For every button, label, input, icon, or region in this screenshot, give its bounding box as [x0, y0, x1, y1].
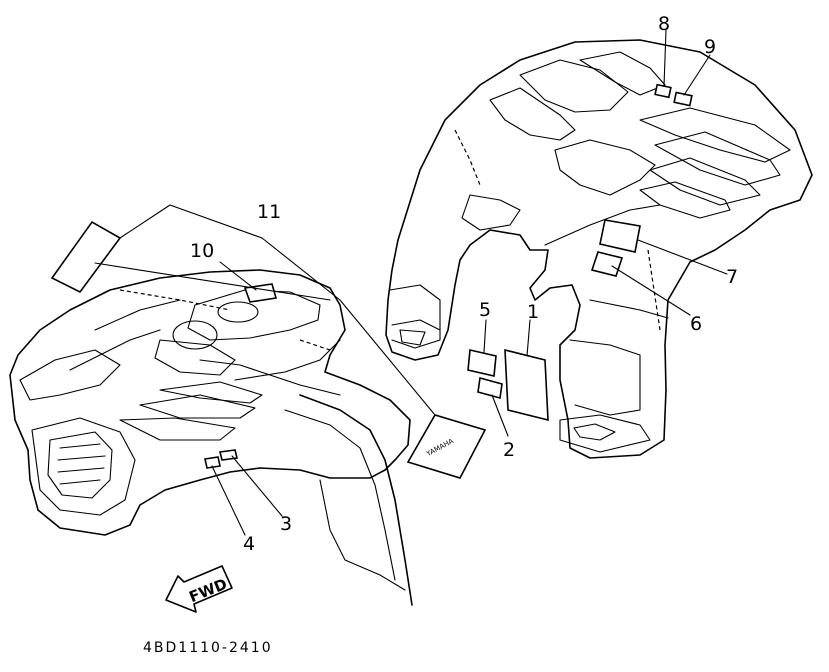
decal-9 — [673, 91, 693, 107]
part-code: 4BD1110-2410 — [143, 640, 273, 656]
callout-2: 2 — [503, 439, 515, 461]
leader-lines — [94, 29, 728, 536]
decal-2 — [477, 376, 503, 400]
decal-11-left-panel — [50, 220, 122, 294]
callout-8: 8 — [658, 13, 670, 35]
decal-5 — [467, 349, 497, 377]
rear-fender-drawing — [385, 39, 813, 459]
callout-1: 1 — [527, 301, 539, 323]
decal-8 — [654, 83, 672, 99]
callout-6: 6 — [690, 313, 702, 335]
decal-7 — [599, 219, 641, 253]
decal-1 — [504, 348, 549, 422]
callout-10: 10 — [190, 240, 214, 262]
decal-10 — [243, 283, 278, 303]
decal-6 — [590, 251, 624, 277]
callout-5: 5 — [479, 299, 491, 321]
callout-11: 11 — [257, 201, 281, 223]
fwd-arrow-icon: FWD — [165, 565, 233, 613]
callout-7: 7 — [726, 266, 738, 288]
decal-4 — [204, 456, 221, 469]
decal-11-tag: YAMAHA — [406, 414, 487, 479]
front-fender-drawing — [9, 269, 413, 606]
callout-3: 3 — [280, 513, 292, 535]
callout-labels: 1 2 3 4 5 6 7 8 9 10 11 — [190, 13, 738, 555]
fwd-label: FWD — [187, 575, 230, 606]
callout-9: 9 — [704, 36, 716, 58]
callout-4: 4 — [243, 533, 255, 555]
